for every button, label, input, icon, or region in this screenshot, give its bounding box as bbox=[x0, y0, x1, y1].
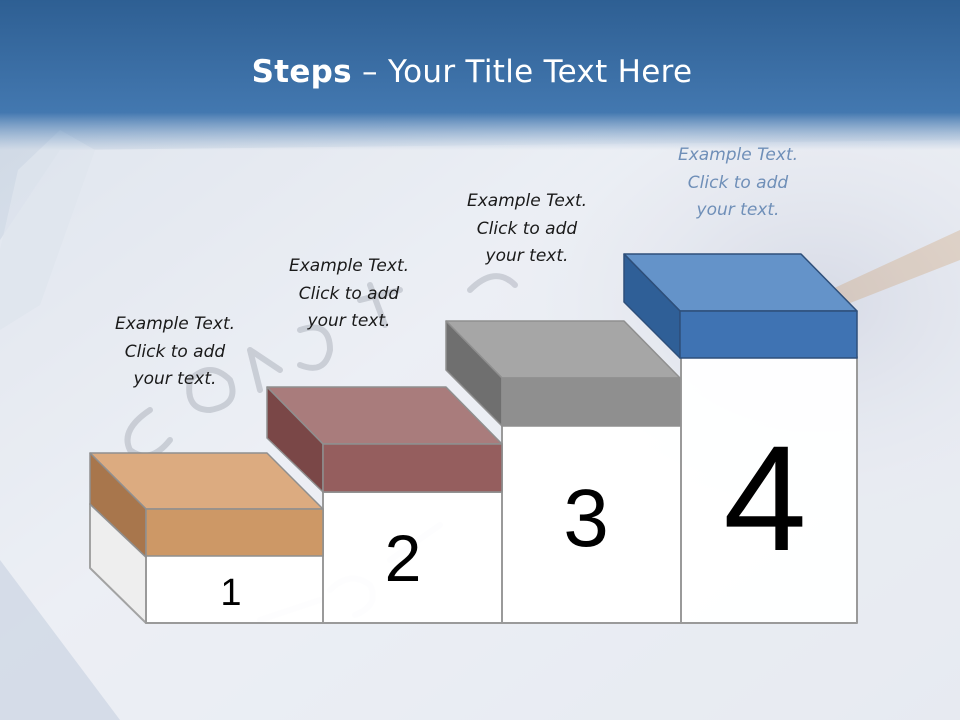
caption-line: Click to add bbox=[298, 283, 400, 304]
step-block-2[interactable] bbox=[266, 386, 503, 493]
caption-line: Click to add bbox=[124, 341, 226, 362]
step-number-4: 4 bbox=[723, 414, 807, 582]
caption-line: your text. bbox=[696, 200, 780, 220]
caption-line: Example Text. bbox=[677, 145, 799, 165]
step-caption-3[interactable]: Example Text. Click to add your text. bbox=[437, 188, 617, 271]
step-block-4[interactable] bbox=[623, 253, 858, 359]
slide-title-bold: Steps bbox=[251, 54, 352, 90]
step-caption-1[interactable]: Example Text. Click to add your text. bbox=[85, 311, 265, 394]
caption-line: Example Text. bbox=[466, 191, 588, 211]
step-caption-2[interactable]: Example Text. Click to add your text. bbox=[259, 253, 439, 336]
step-caption-4[interactable]: Example Text. Click to add your text. bbox=[648, 142, 828, 225]
step-number-2: 2 bbox=[384, 521, 422, 595]
caption-line: Example Text. bbox=[288, 256, 410, 276]
step-block-3[interactable] bbox=[445, 320, 681, 427]
slide-title-rest: – Your Title Text Here bbox=[351, 54, 693, 90]
step-block-1[interactable] bbox=[89, 452, 324, 558]
caption-line: Example Text. bbox=[114, 314, 236, 334]
caption-line: your text. bbox=[307, 311, 391, 331]
staircase-body bbox=[89, 356, 858, 624]
slide-title[interactable]: Steps – Your Title Text Here bbox=[0, 54, 944, 90]
caption-line: your text. bbox=[485, 246, 569, 266]
caption-line: Click to add bbox=[687, 172, 789, 193]
step-number-3: 3 bbox=[563, 473, 609, 564]
caption-line: Click to add bbox=[476, 218, 578, 239]
caption-line: your text. bbox=[133, 369, 217, 389]
step-number-1: 1 bbox=[220, 572, 242, 614]
